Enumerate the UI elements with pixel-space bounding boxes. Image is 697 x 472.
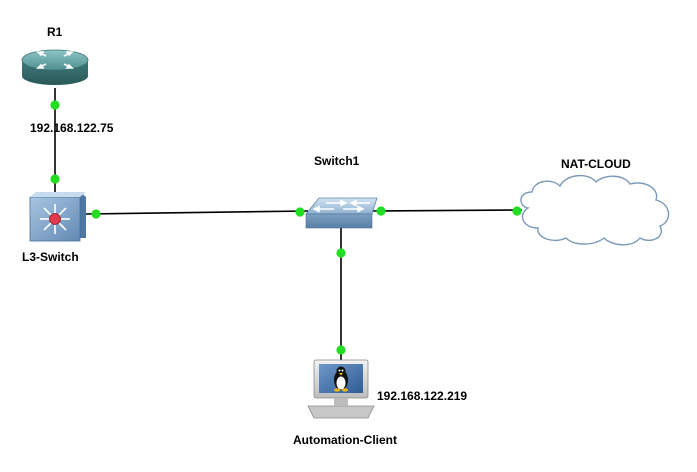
router-icon[interactable] (21, 49, 89, 85)
link-status-indicator-switch1-right (376, 206, 386, 216)
r1-label: R1 (47, 25, 63, 39)
link-switch1-nat-cloud[interactable] (371, 209, 523, 212)
cloud-icon[interactable] (520, 175, 670, 246)
switch1-label: Switch1 (314, 154, 360, 168)
r1-ip-label: 192.168.122.75 (30, 121, 114, 135)
link-status-indicator-switch1-bottom (336, 248, 346, 258)
link-l3-switch-switch1[interactable] (85, 210, 309, 215)
link-status-indicator-l3-top (50, 174, 60, 184)
link-status-indicator-cloud (512, 206, 522, 216)
automation-client-label: Automation-Client (293, 433, 397, 447)
link-status-indicator-switch1-left (295, 207, 305, 217)
link-status-indicator-l3-right (91, 209, 101, 219)
link-status-indicator-r1 (50, 100, 60, 110)
client-ip-label: 192.168.122.219 (377, 389, 468, 403)
switch-icon[interactable] (305, 197, 378, 229)
nat-cloud-label: NAT-CLOUD (561, 157, 631, 171)
link-status-indicator-client (336, 345, 346, 355)
linux-computer-icon[interactable] (307, 359, 375, 419)
multilayer-switch-icon[interactable] (29, 192, 86, 242)
l3-switch-label: L3-Switch (22, 250, 79, 264)
